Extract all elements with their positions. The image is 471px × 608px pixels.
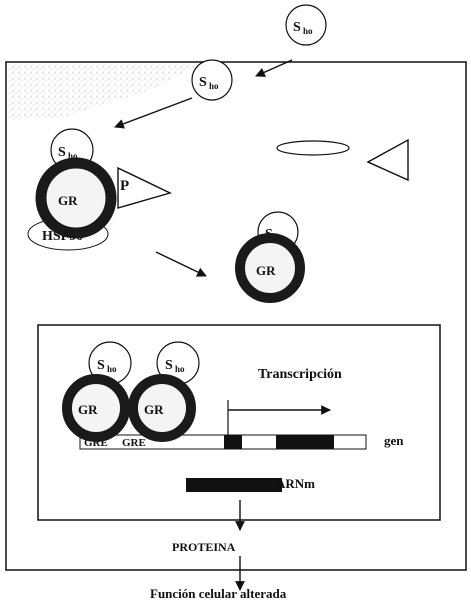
steroid-label: S (293, 20, 301, 35)
outcome-caption: Función celular alterada (150, 586, 287, 601)
transcription-label: Transcripción (258, 367, 342, 382)
empty-triangle-site (366, 138, 409, 182)
steroid-label: S (165, 358, 173, 373)
steroid-sub-label: ho (68, 151, 78, 161)
entry-arrow (255, 59, 293, 77)
receptor-label: GR (78, 402, 98, 417)
steroid-label: S (58, 145, 66, 160)
gre-label: GRE (122, 437, 146, 449)
protein-label: PROTEINA (172, 540, 236, 554)
glucocorticoid-receptor (62, 374, 130, 442)
cell-membrane (5, 61, 467, 571)
steroid-sub-label: ho (303, 26, 313, 36)
glucocorticoid-receptor (235, 233, 305, 303)
receptor-dimer: S ho S ho GR GR (62, 341, 200, 442)
receptor-label: GR (58, 193, 78, 208)
steroid-label: S (97, 358, 105, 373)
mrna-bar (186, 478, 282, 492)
steroid-receptor-complex: S ho HSP90 P GR (27, 128, 172, 251)
steroid-extracellular: S ho (285, 4, 327, 46)
steroid-label: S (199, 75, 207, 90)
activated-complex: S ho GR (235, 211, 305, 303)
phosphate-label: P (120, 178, 129, 194)
steroid-sub-label: ho (209, 81, 219, 91)
steroid-cytoplasm: S ho (191, 59, 233, 101)
gene-strip: GRE GRE gen (79, 433, 404, 450)
mrna-label: ARNm (276, 476, 315, 491)
empty-oval-site (276, 140, 350, 156)
gene-label: gen (384, 433, 404, 448)
membrane-speckle (8, 64, 200, 120)
glucocorticoid-receptor (128, 374, 196, 442)
activation-arrow (155, 251, 207, 277)
receptor-label: GR (144, 402, 164, 417)
glucocorticoid-receptor (35, 157, 117, 239)
binding-arrow (114, 97, 193, 129)
exon-block (224, 435, 242, 449)
steroid-sub-label: ho (107, 364, 117, 374)
exon-block (276, 435, 334, 449)
steroid-sub-label: ho (175, 364, 185, 374)
nucleus (37, 324, 441, 521)
phosphate-group (117, 166, 172, 209)
receptor-label: GR (256, 263, 276, 278)
